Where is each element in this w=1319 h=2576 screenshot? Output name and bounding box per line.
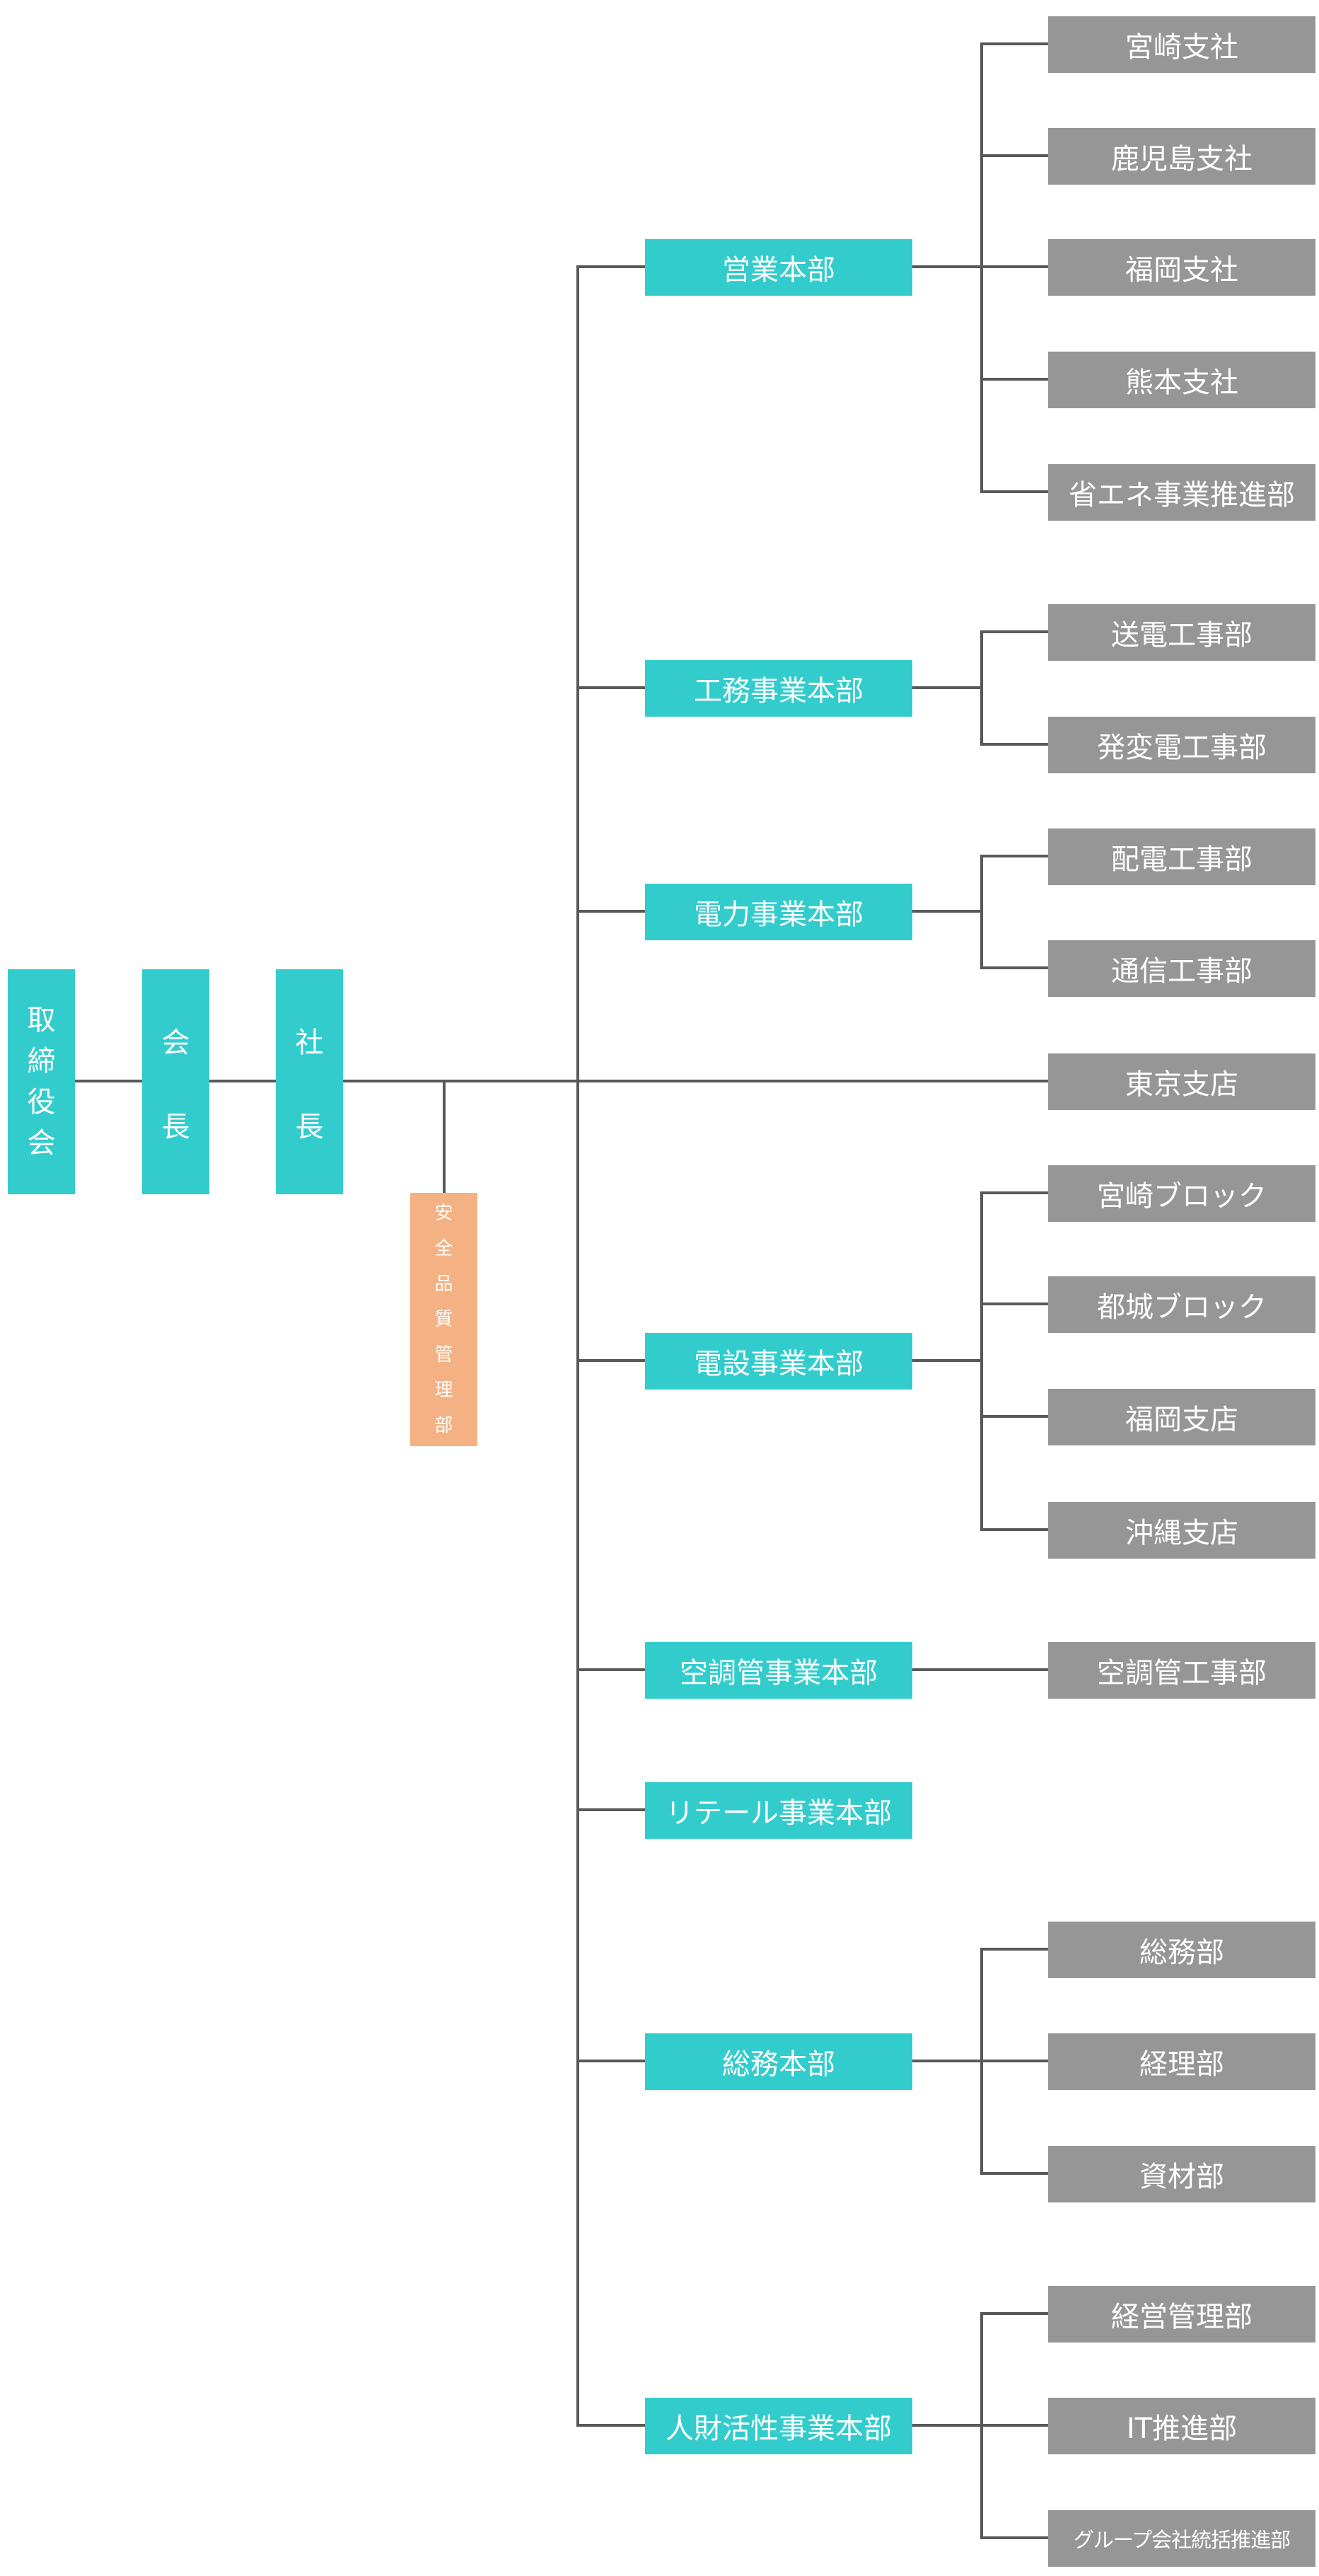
chairman-char: 会 [161, 1026, 190, 1059]
president-box: 社 長 [276, 969, 343, 1194]
branch-box: 発変電工事部 [1048, 717, 1315, 773]
branch-label: 福岡支店 [1125, 1404, 1238, 1436]
safety-char: 管 [434, 1344, 453, 1365]
division-label: 営業本部 [722, 254, 835, 287]
division-box: 空調管事業本部 [645, 1642, 912, 1699]
branch-box: 都城ブロック [1048, 1276, 1315, 1333]
branch-box: 熊本支社 [1048, 352, 1315, 408]
safety-quality-dept-box: 安 全 品 質 管 理 部 [410, 1193, 477, 1446]
branch-box: 省エネ事業推進部 [1048, 464, 1315, 521]
president-char: 長 [295, 1110, 324, 1143]
tokyo-branch-box: 東京支店 [1048, 1053, 1315, 1110]
branch-box: 経営管理部 [1048, 2286, 1315, 2343]
branch-box: 配電工事部 [1048, 828, 1315, 885]
branch-box: IT推進部 [1048, 2398, 1315, 2454]
division-label: 人財活性事業本部 [666, 2413, 892, 2445]
division-box: 営業本部 [645, 239, 912, 296]
safety-char: 理 [434, 1380, 453, 1401]
division-box: リテール事業本部 [645, 1782, 912, 1839]
branch-box: 福岡支店 [1048, 1389, 1315, 1445]
division-box: 総務本部 [645, 2033, 912, 2090]
board-char: 会 [27, 1127, 56, 1160]
branch-box: 送電工事部 [1048, 604, 1315, 661]
safety-char: 全 [434, 1238, 453, 1259]
safety-char: 部 [434, 1415, 453, 1436]
branch-label: 省エネ事業推進部 [1069, 479, 1295, 512]
branch-label: IT推進部 [1126, 2413, 1238, 2445]
branch-label: 熊本支社 [1125, 366, 1238, 399]
chairman-box: 会 長 [142, 969, 209, 1194]
division-label: 空調管事業本部 [680, 1657, 878, 1690]
branch-label: 総務部 [1139, 1936, 1224, 1969]
division-box: 電設事業本部 [645, 1333, 912, 1390]
division-box: 工務事業本部 [645, 660, 912, 717]
branch-box: 空調管工事部 [1048, 1642, 1315, 1699]
branch-label: 空調管工事部 [1097, 1657, 1267, 1690]
division-label: 電力事業本部 [694, 899, 864, 931]
branch-box: 沖縄支店 [1048, 1502, 1315, 1559]
branch-box: 通信工事部 [1048, 940, 1315, 997]
safety-char: 安 [434, 1203, 453, 1224]
branch-box: グループ会社統括推進部 [1048, 2510, 1315, 2567]
division-box: 電力事業本部 [645, 884, 912, 940]
board-char: 役 [27, 1086, 56, 1119]
division-label: 電設事業本部 [694, 1348, 864, 1380]
branch-box: 総務部 [1048, 1922, 1315, 1978]
president-char: 社 [295, 1026, 324, 1059]
branch-label: 東京支店 [1125, 1068, 1238, 1101]
branch-box: 資材部 [1048, 2146, 1315, 2202]
branch-label: 資材部 [1139, 2161, 1224, 2193]
branch-box: 福岡支社 [1048, 239, 1315, 296]
branch-label: 福岡支社 [1125, 254, 1238, 287]
branch-label: 鹿児島支社 [1111, 143, 1253, 175]
branch-label: グループ会社統括推進部 [1073, 2528, 1291, 2552]
branch-box: 宮崎ブロック [1048, 1165, 1315, 1222]
branch-label: 送電工事部 [1111, 619, 1253, 652]
branch-label: 宮崎支社 [1125, 31, 1238, 64]
safety-char: 質 [434, 1309, 453, 1330]
branch-label: 発変電工事部 [1097, 732, 1267, 764]
branch-label: 通信工事部 [1111, 955, 1253, 988]
branch-label: 配電工事部 [1111, 843, 1253, 876]
division-label: 総務本部 [722, 2048, 835, 2081]
chairman-char: 長 [161, 1110, 190, 1143]
branch-label: 経理部 [1139, 2048, 1224, 2081]
board-char: 取 [27, 1004, 56, 1036]
branch-label: 経営管理部 [1111, 2301, 1253, 2333]
board-of-directors-box: 取 締 役 会 [8, 969, 75, 1194]
branch-label: 沖縄支店 [1125, 1517, 1238, 1549]
safety-char: 品 [434, 1273, 453, 1295]
branch-box: 宮崎支社 [1048, 16, 1315, 73]
division-label: 工務事業本部 [694, 675, 864, 707]
division-box: 人財活性事業本部 [645, 2398, 912, 2454]
branch-label: 都城ブロック [1097, 1291, 1267, 1324]
branch-label: 宮崎ブロック [1097, 1180, 1267, 1213]
branch-box: 経理部 [1048, 2033, 1315, 2090]
board-char: 締 [27, 1045, 56, 1078]
branch-box: 鹿児島支社 [1048, 128, 1315, 185]
division-label: リテール事業本部 [666, 1797, 892, 1830]
